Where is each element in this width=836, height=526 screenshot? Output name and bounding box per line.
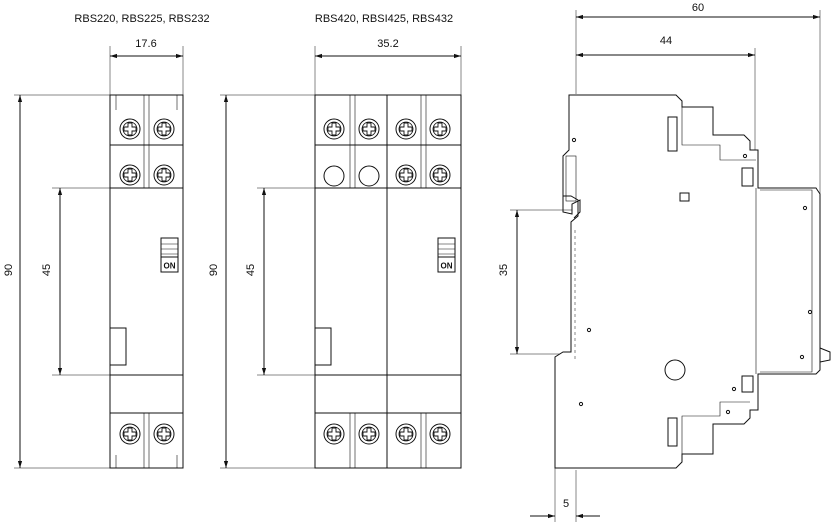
side-view: 60 44 35 5 <box>498 2 831 522</box>
on-switch-label: ON <box>164 262 176 271</box>
terminal-screw-icon <box>429 118 451 140</box>
terminal-screw-icon <box>395 423 417 445</box>
terminal-screw-icon <box>119 164 141 186</box>
terminal-screw-icon <box>153 118 175 140</box>
terminal-screw-icon <box>323 423 345 445</box>
terminal-screw-icon <box>153 164 175 186</box>
on-switch-icon: ON <box>437 237 456 273</box>
terminal-screw-icon <box>429 164 451 186</box>
front-view-single: 17.6 90 45 <box>3 38 184 469</box>
dim-width-17-6: 17.6 <box>135 38 156 50</box>
mounting-hole-icon <box>664 359 686 381</box>
group2-label: RBS420, RBSI425, RBS432 <box>315 13 453 25</box>
on-switch-icon: ON <box>160 237 179 273</box>
dim-rail-35: 35 <box>498 264 510 276</box>
terminal-screw-icon <box>153 423 175 445</box>
dim-rail-45-a: 45 <box>41 264 53 276</box>
empty-terminal-icon <box>323 165 345 187</box>
empty-terminal-icon <box>358 165 380 187</box>
on-switch-label: ON <box>441 262 453 271</box>
group1-label: RBS220, RBS225, RBS232 <box>74 13 209 25</box>
dim-offset-5: 5 <box>563 498 569 510</box>
dim-height-90-b: 90 <box>208 264 220 276</box>
dim-height-90-a: 90 <box>3 264 15 276</box>
terminal-screw-icon <box>429 423 451 445</box>
terminal-screw-icon <box>358 118 380 140</box>
terminal-screw-icon <box>395 118 417 140</box>
dim-depth-44: 44 <box>660 35 672 47</box>
terminal-screw-icon <box>323 118 345 140</box>
terminal-screw-icon <box>119 423 141 445</box>
terminal-screw-icon <box>358 423 380 445</box>
dim-total-60: 60 <box>692 2 704 14</box>
dim-rail-45-b: 45 <box>245 264 257 276</box>
front-view-double: 35.2 90 45 <box>208 38 462 469</box>
dim-width-35-2: 35.2 <box>377 38 398 50</box>
terminal-screw-icon <box>395 164 417 186</box>
terminal-screw-icon <box>119 118 141 140</box>
